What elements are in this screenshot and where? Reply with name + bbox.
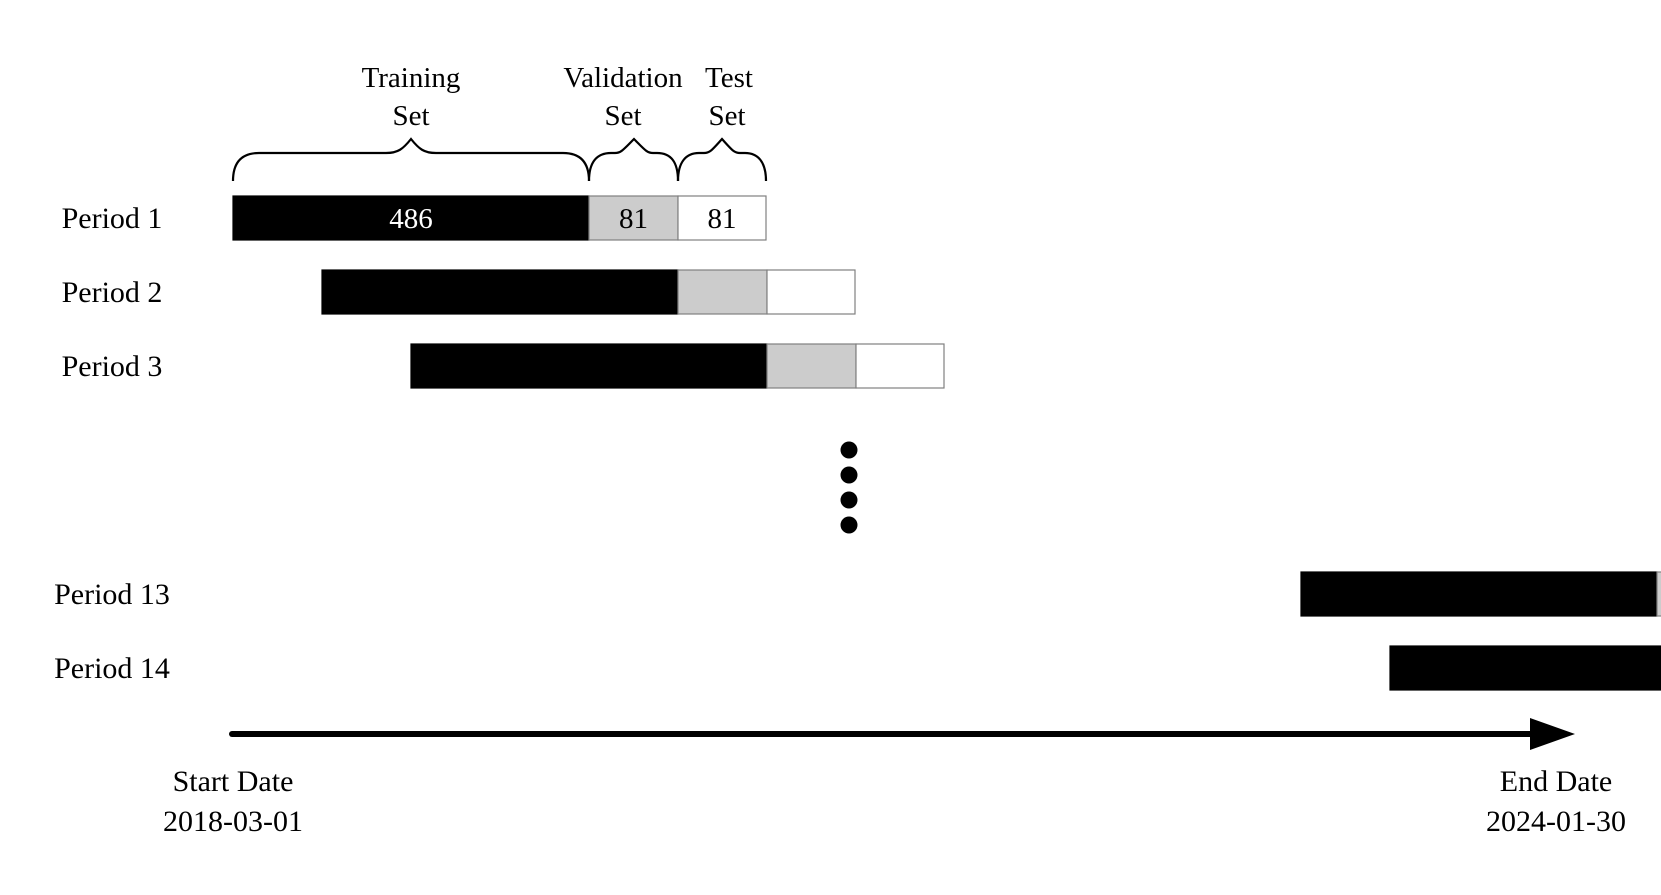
timeline-arrowhead (1530, 718, 1575, 750)
test-segment (766, 269, 856, 315)
validation-segment (588, 195, 679, 241)
period-row: Period 13 (54, 571, 1661, 617)
test-set-brace (676, 137, 768, 182)
training-segment (321, 269, 679, 315)
training-set-brace (231, 137, 591, 182)
validation-segment (1656, 571, 1661, 617)
validation-segment (766, 343, 857, 389)
ellipsis-dot (840, 466, 858, 484)
validation-set-label-line2: Set (604, 100, 641, 132)
period-row: Period 14 (54, 645, 1661, 691)
training-set-label-line2: Set (392, 100, 429, 132)
training-segment (1389, 645, 1661, 691)
period-label: Period 13 (54, 578, 170, 611)
test-size-label: 81 (708, 203, 737, 235)
test-segment (855, 343, 945, 389)
period-row: Period 2 (62, 269, 856, 315)
training-segment (232, 195, 590, 241)
training-segment (1300, 571, 1658, 617)
split-braces (231, 137, 768, 182)
validation-set-brace (587, 137, 680, 182)
test-segment (677, 195, 767, 241)
test-set-label-line2: Set (708, 100, 745, 132)
ellipsis-dot (840, 516, 858, 534)
start-date-label: Start Date (173, 765, 294, 798)
period-label: Period 2 (62, 276, 163, 309)
validation-set-label-line1: Validation (563, 62, 683, 94)
training-segment (410, 343, 768, 389)
ellipsis-dots (840, 441, 858, 534)
validation-size-label: 81 (619, 203, 648, 235)
validation-segment (677, 269, 768, 315)
training-set-label-line1: Training (362, 62, 461, 94)
timeline-arrow (229, 718, 1575, 750)
test-set-label-line1: Test (705, 62, 753, 94)
ellipsis-dot (840, 441, 858, 459)
end-date-label: End Date (1500, 765, 1612, 798)
period-row: Period 3 (62, 343, 945, 389)
period-label: Period 3 (62, 350, 163, 383)
period-label: Period 1 (62, 202, 163, 235)
training-size-label: 486 (389, 203, 433, 235)
start-date-value: 2018-03-01 (163, 805, 303, 838)
period-label: Period 14 (54, 652, 170, 685)
ellipsis-dot (840, 491, 858, 509)
end-date-value: 2024-01-30 (1486, 805, 1626, 838)
period-row: Period 1 486 81 81 (62, 195, 767, 241)
